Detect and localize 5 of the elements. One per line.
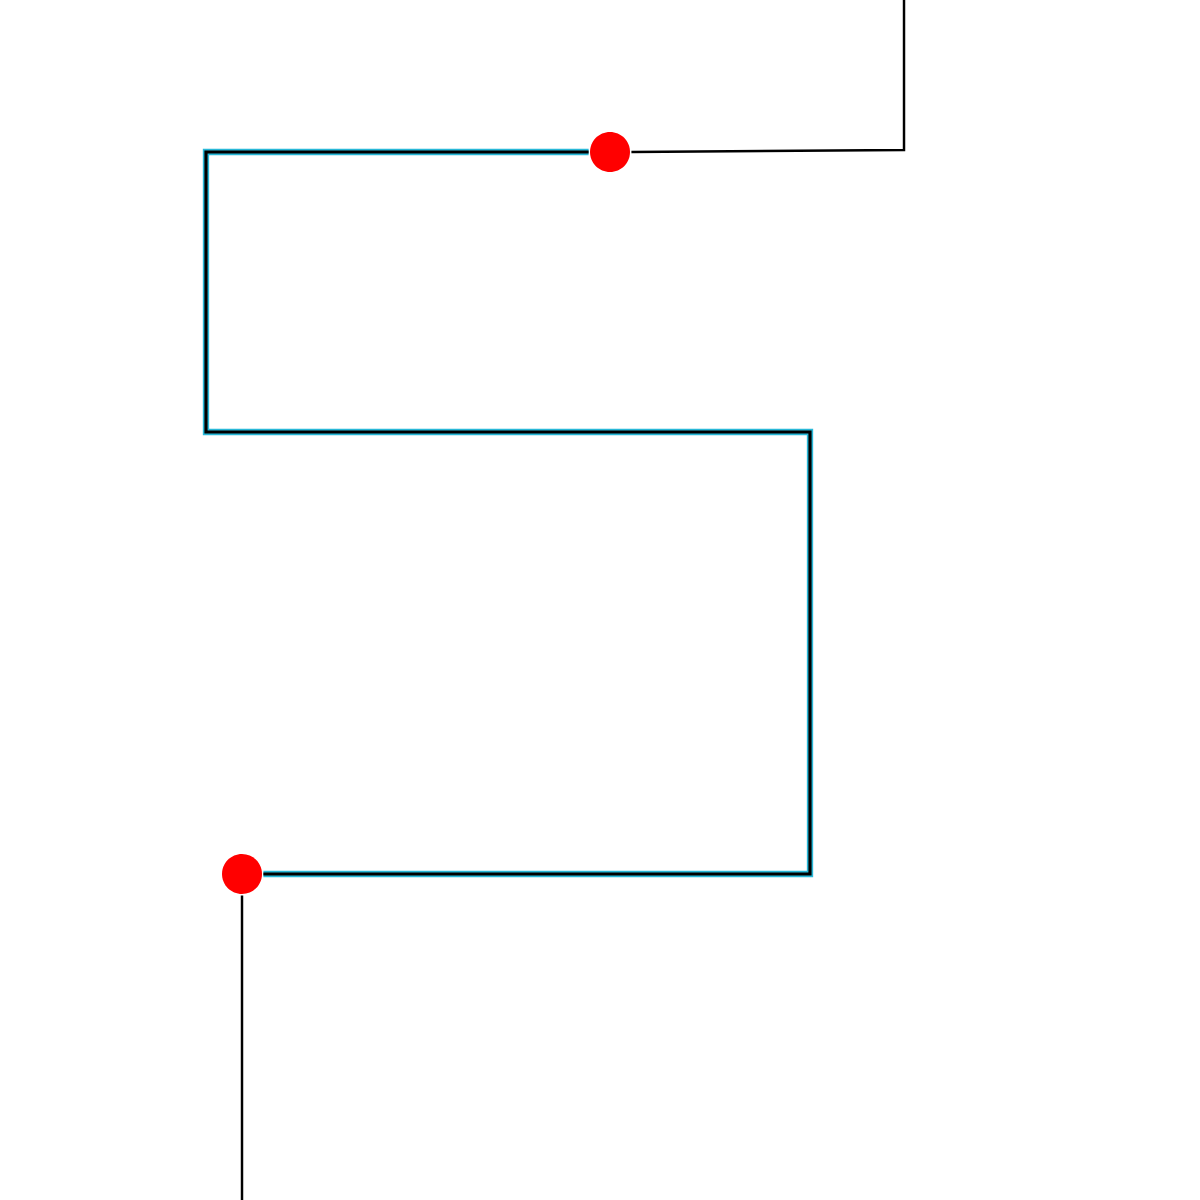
line [631, 0, 906, 154]
dot-marker [222, 854, 262, 894]
highlighted-line [202, 148, 814, 878]
dot-marker [590, 132, 630, 172]
line [240, 895, 244, 1200]
